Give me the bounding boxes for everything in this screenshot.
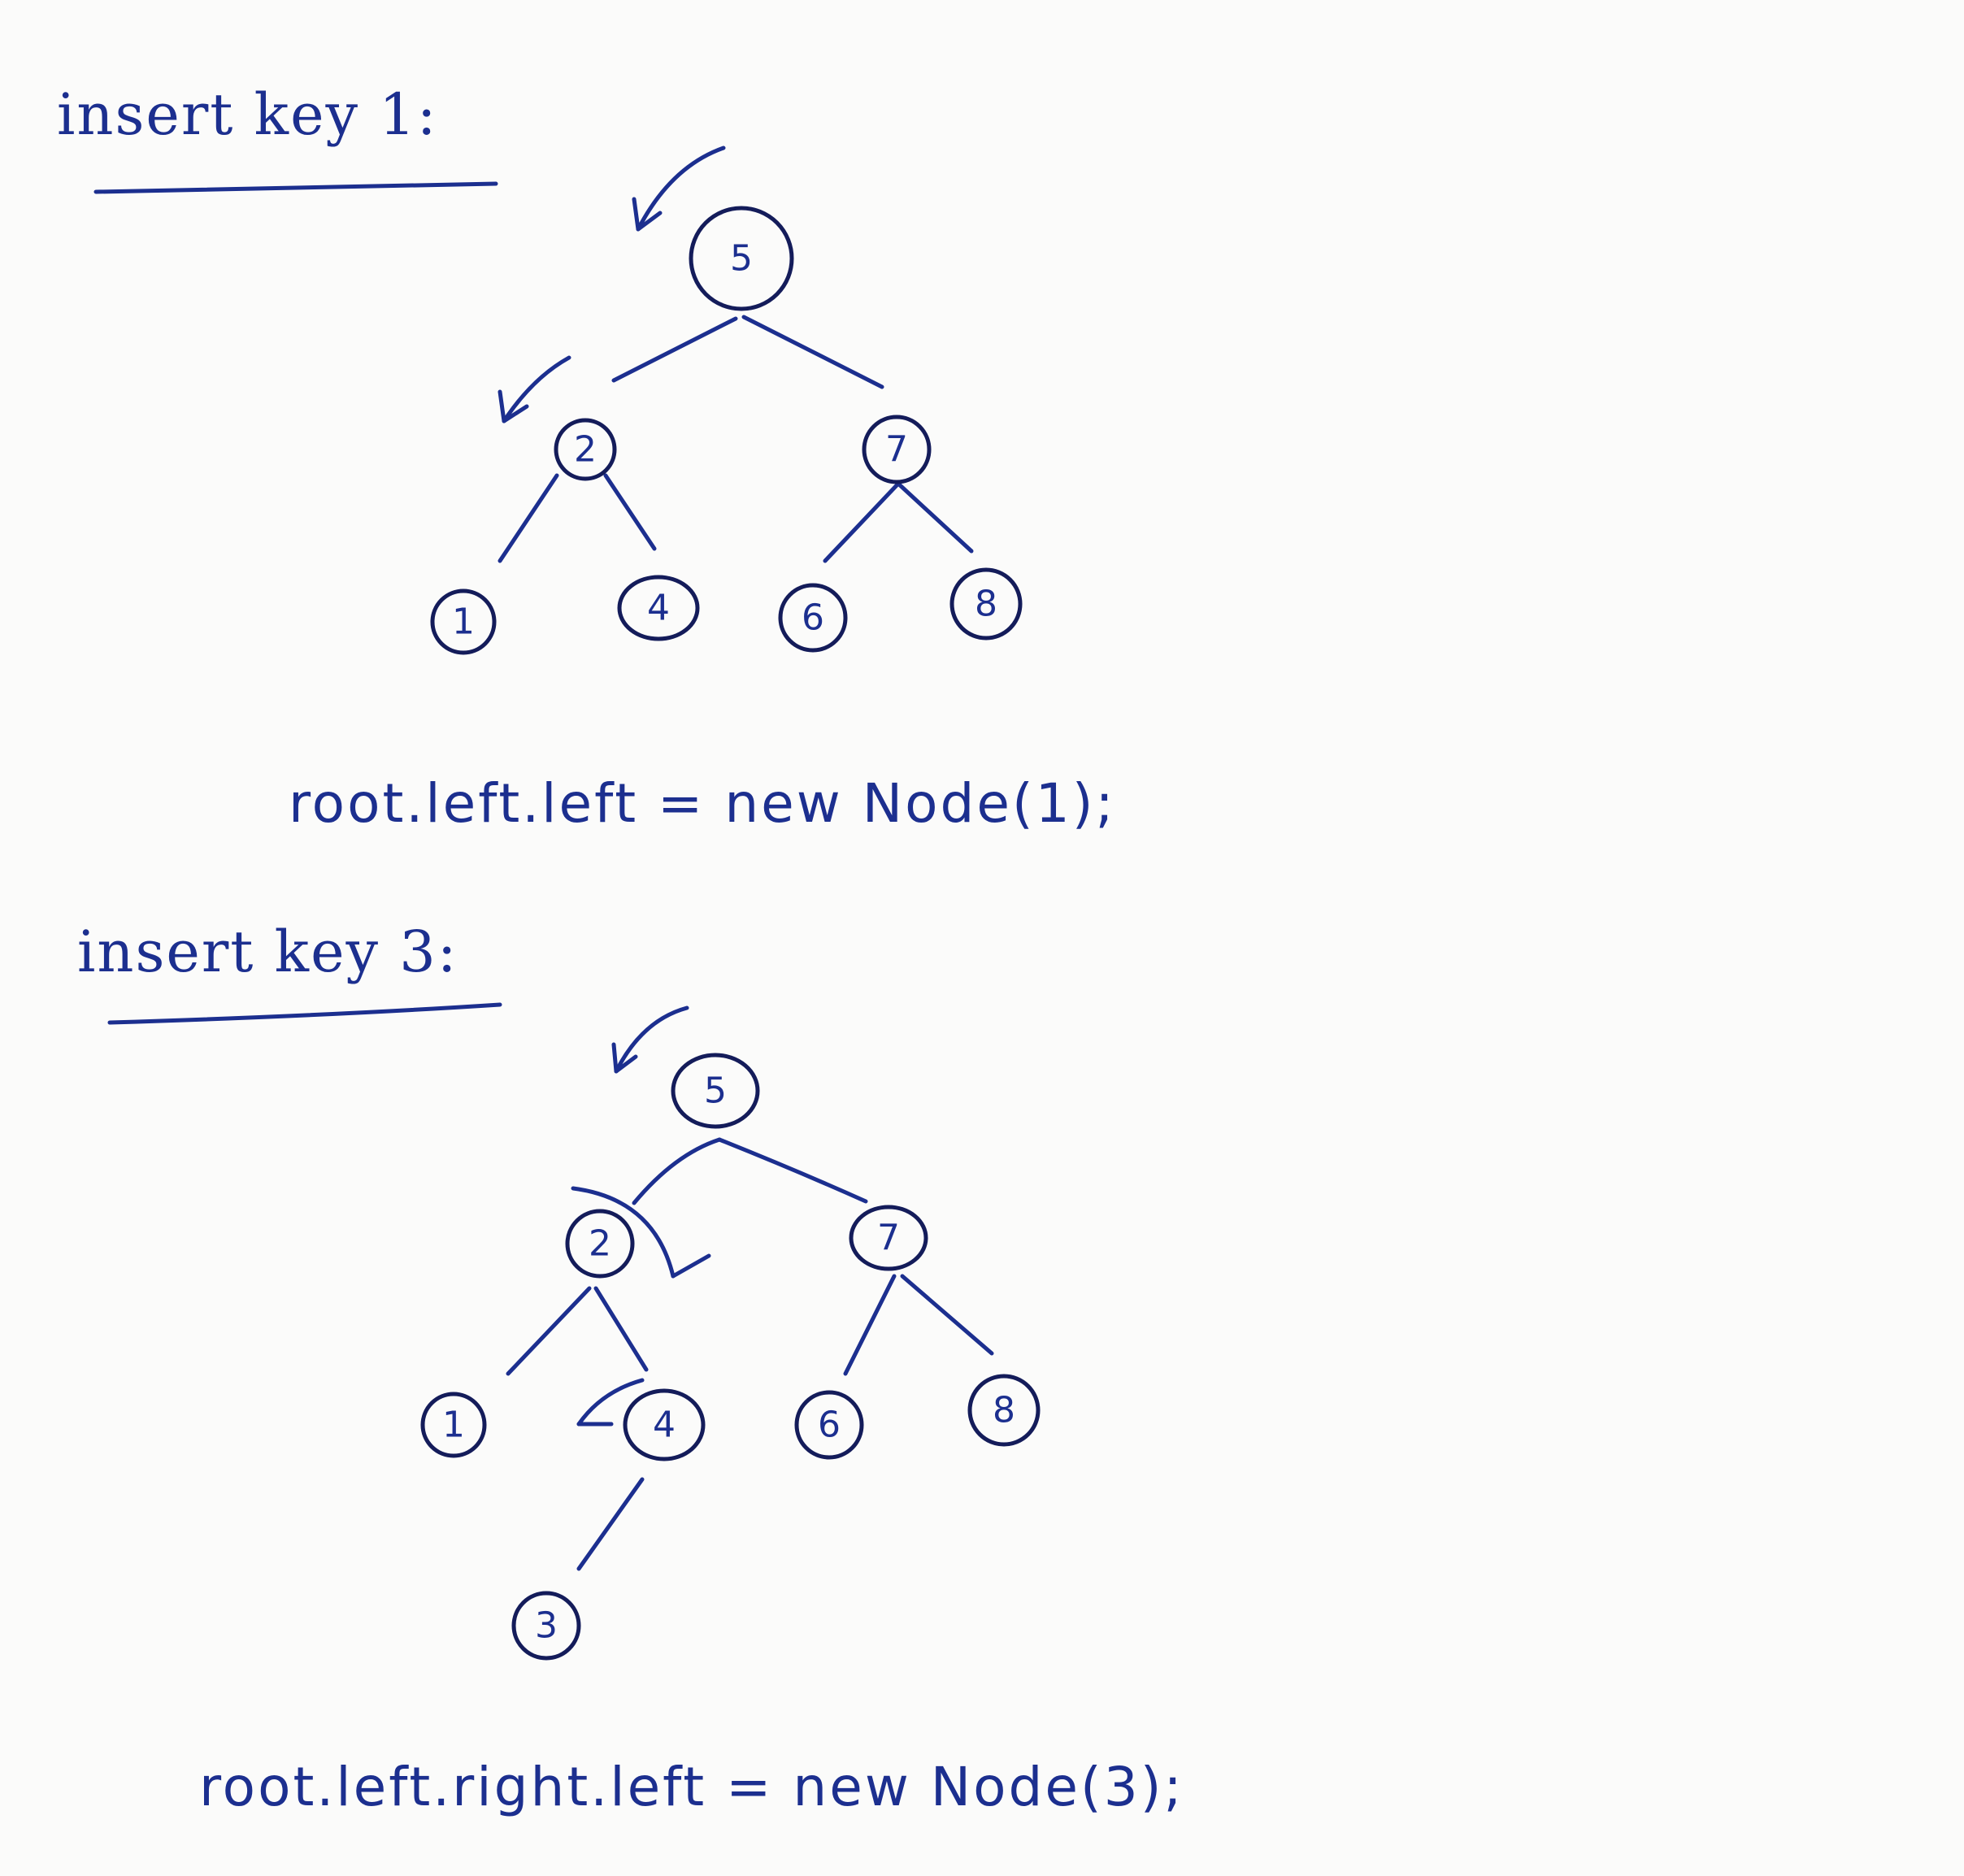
edge-5-2 <box>632 1137 722 1205</box>
edge-2-4 <box>593 1286 649 1372</box>
traversal-arrow-left-head <box>498 389 529 423</box>
tree-1-node: 7 <box>862 415 932 484</box>
traversal-arrow-root-head <box>632 197 663 232</box>
section-1-code: root.left.left = new Node(1); <box>289 772 1116 835</box>
edge-2-1 <box>498 473 559 563</box>
edge-7-6 <box>823 481 901 563</box>
tree-1-node: 2 <box>554 418 617 481</box>
svg-text:4: 4 <box>653 1405 676 1446</box>
svg-text:8: 8 <box>993 1390 1015 1431</box>
edge-7-8 <box>900 1274 994 1356</box>
section-2-underline <box>107 1002 502 1025</box>
traversal-arrow-root <box>614 1005 689 1074</box>
section-1-underline <box>93 181 498 194</box>
svg-text:5: 5 <box>730 238 753 280</box>
tree-1-node: 5 <box>689 206 794 311</box>
traversal-arrow-left <box>502 355 571 423</box>
tree-2-node: 3 <box>511 1591 581 1661</box>
tree-2-node: 2 <box>565 1209 635 1279</box>
traversal-arrow-root <box>636 145 726 232</box>
svg-text:3: 3 <box>535 1605 558 1647</box>
edge-5-7 <box>717 1137 868 1204</box>
tree-1-node: 8 <box>949 567 1023 641</box>
tree-2: 5 2 7 1 4 6 8 3 <box>420 1005 1041 1661</box>
svg-text:1: 1 <box>452 601 475 643</box>
tree-2-node: 7 <box>849 1205 928 1271</box>
traversal-arrow-left <box>576 1378 645 1427</box>
svg-text:6: 6 <box>802 597 824 639</box>
tree-2-node: 5 <box>671 1053 760 1129</box>
tree-2-node: 8 <box>967 1374 1041 1447</box>
svg-text:4: 4 <box>647 588 670 629</box>
tree-2-node: 4 <box>623 1388 706 1461</box>
edge-5-7 <box>741 315 884 389</box>
tree-2-node: 1 <box>420 1392 487 1458</box>
edge-7-6 <box>843 1274 897 1376</box>
svg-text:7: 7 <box>885 429 908 471</box>
tree-1-node: 4 <box>617 575 700 641</box>
svg-text:2: 2 <box>574 429 597 471</box>
tree-2-node: 6 <box>794 1390 864 1460</box>
edge-5-2 <box>611 316 738 383</box>
traversal-arrow-right-head <box>671 1253 711 1279</box>
edge-2-1 <box>506 1286 592 1376</box>
svg-text:2: 2 <box>589 1223 611 1265</box>
svg-text:8: 8 <box>975 584 997 625</box>
edge-2-4 <box>603 473 657 551</box>
edge-7-8 <box>896 481 974 554</box>
section-2-code: root.left.right.left = new Node(3); <box>199 1756 1184 1818</box>
section-2-heading: insert key 3: <box>77 918 458 985</box>
edge-4-3 <box>576 1477 645 1571</box>
section-1-heading: insert key 1: <box>57 81 438 148</box>
svg-text:5: 5 <box>704 1070 727 1112</box>
tree-1: 5 2 7 1 4 6 8 <box>430 145 1023 655</box>
traversal-arrow-right <box>571 1186 676 1279</box>
tree-1-node: 1 <box>430 588 497 655</box>
svg-text:7: 7 <box>877 1218 900 1259</box>
traversal-arrow-root-head <box>611 1042 638 1074</box>
svg-text:1: 1 <box>442 1405 465 1446</box>
tree-1-node: 6 <box>778 583 848 653</box>
svg-text:6: 6 <box>818 1405 841 1446</box>
